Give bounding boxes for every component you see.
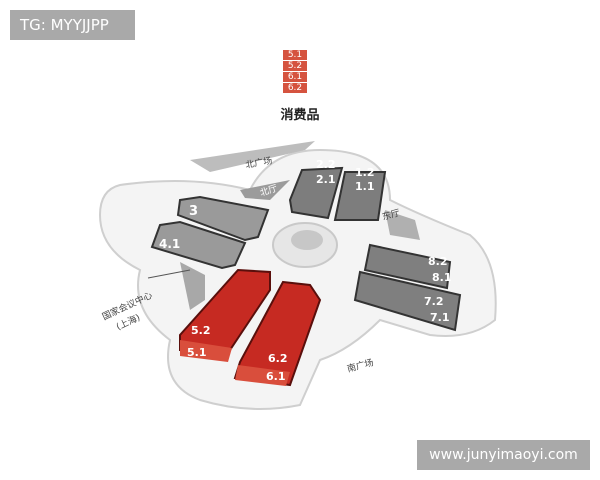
hall-label-6-1: 6.1 (266, 370, 286, 383)
hall-label-6-2: 6.2 (268, 352, 288, 365)
legend-item: 5.2 (283, 61, 307, 72)
hall-label-8-2: 8.2 (428, 255, 448, 268)
hall-label-8-1: 8.1 (432, 271, 452, 284)
hall-5-1-band[interactable] (180, 340, 232, 362)
legend: 5.1 5.2 6.1 6.2 (283, 50, 307, 94)
north-hall-label: 北厅 (259, 183, 280, 199)
hall-3 (176, 195, 270, 242)
legend-title: 消费品 (280, 108, 320, 123)
necc-block (180, 262, 205, 310)
hall-label-7-2: 7.2 (424, 295, 444, 308)
hall-label-1-1: 1.1 (355, 180, 375, 193)
hall-label-5-2: 5.2 (191, 324, 211, 337)
hall-label-3: 3 (189, 204, 198, 219)
hall-label-2-1: 2.1 (316, 173, 336, 186)
hall-label-1-2: 1.2 (355, 166, 375, 179)
hall-label-5-1: 5.1 (187, 346, 207, 359)
hall-1 (333, 171, 387, 221)
south-plaza-label: 南广场 (346, 356, 375, 375)
legend-item: 6.2 (283, 83, 307, 94)
hall-label-7-1: 7.1 (430, 311, 450, 324)
legend-item: 5.1 (283, 50, 307, 61)
hall-2 (288, 166, 344, 220)
hall-label-4-1: 4.1 (159, 237, 180, 251)
watermark-bottom: www.junyimaoyi.com (417, 440, 590, 470)
watermark-top: TG: MYYJJPP (10, 10, 135, 40)
hall-6[interactable] (233, 280, 322, 387)
hall-6-1-band[interactable] (235, 365, 290, 386)
hall-7 (353, 270, 462, 332)
north-hall-block (240, 180, 290, 200)
hall-8 (363, 243, 452, 290)
necc-pointer-line (147, 269, 191, 279)
east-hall-block (385, 210, 420, 240)
legend-item: 6.1 (283, 72, 307, 83)
north-plaza-area (190, 141, 315, 172)
hall-label-2-2: 2.2 (316, 158, 336, 171)
center-hole (291, 230, 323, 250)
hall-4-1 (150, 220, 247, 270)
